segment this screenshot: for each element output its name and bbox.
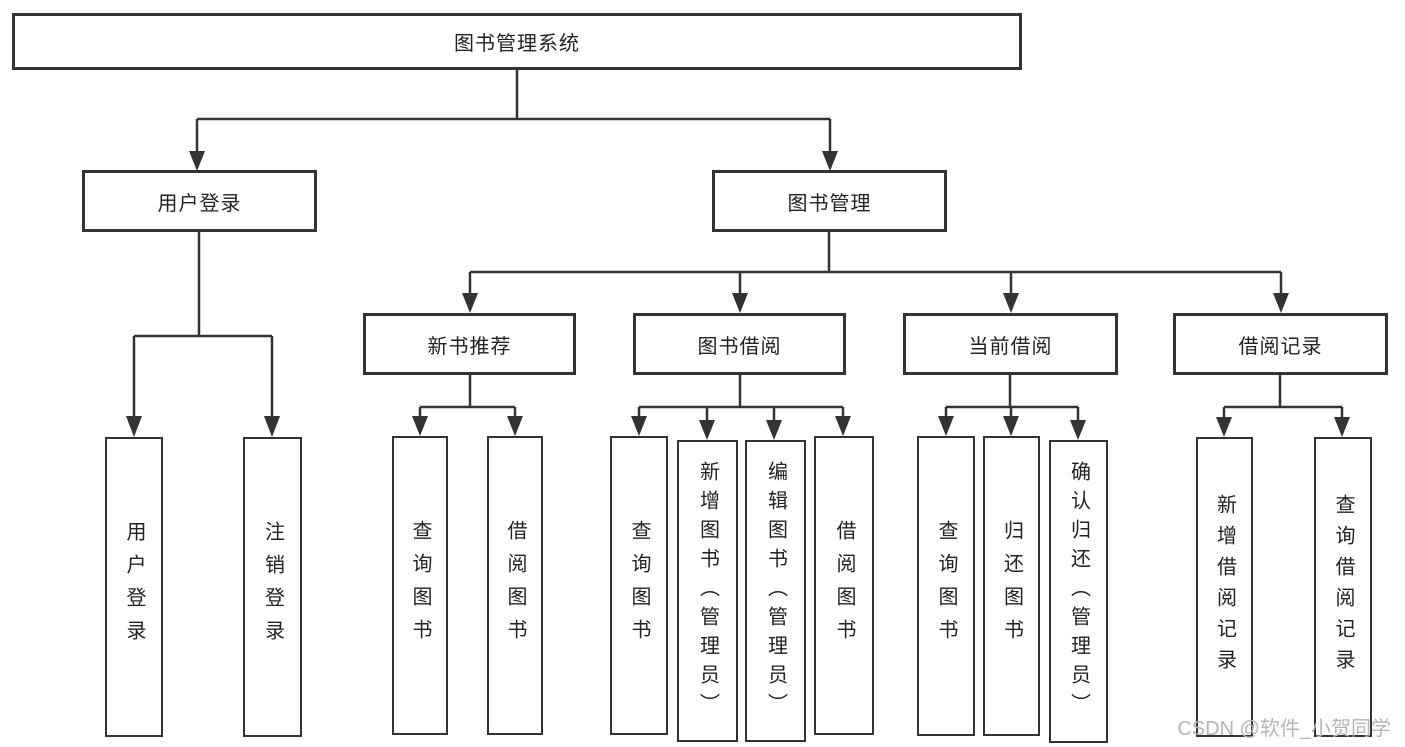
node-current-borrow-label: 当前借阅 — [968, 335, 1053, 358]
leaf-rec-query-books: 查询图书 — [392, 436, 448, 735]
leaf-current-query-books: 查询图书 — [917, 436, 975, 736]
node-new-book-recommend: 新书推荐 — [363, 313, 576, 375]
arrowheads — [126, 151, 1350, 440]
node-root: 图书管理系统 — [12, 13, 1022, 70]
node-book-borrow: 图书借阅 — [633, 313, 846, 375]
node-new-book-recommend-label: 新书推荐 — [427, 335, 512, 358]
leaf-add-book-admin-label: 新增图书（管理员） — [696, 460, 719, 722]
leaf-current-query-books-label: 查询图书 — [935, 520, 957, 652]
leaf-return-books-label: 归还图书 — [1000, 520, 1023, 652]
leaf-confirm-return-admin: 确认归还（管理员） — [1049, 440, 1108, 743]
leaf-add-book-admin: 新增图书（管理员） — [677, 440, 738, 742]
leaf-user-login: 用户登录 — [105, 437, 163, 737]
leaf-add-borrow-record: 新增借阅记录 — [1196, 437, 1253, 737]
node-borrow-records: 借阅记录 — [1173, 313, 1388, 375]
leaf-borrow-query-books: 查询图书 — [610, 436, 668, 735]
leaf-borrow-query-books-label: 查询图书 — [628, 519, 650, 652]
leaf-return-books: 归还图书 — [983, 436, 1040, 736]
leaf-logout: 注销登录 — [243, 437, 302, 737]
node-root-label: 图书管理系统 — [454, 33, 580, 55]
node-book-management: 图书管理 — [712, 170, 947, 232]
leaf-user-login-label: 用户登录 — [123, 521, 145, 653]
leaf-rec-query-books-label: 查询图书 — [409, 519, 431, 652]
leaf-edit-book-admin: 编辑图书（管理员） — [745, 440, 806, 742]
leaf-add-borrow-record-label: 新增借阅记录 — [1213, 494, 1236, 680]
node-user-login-label: 用户登录 — [157, 192, 242, 215]
node-book-borrow-label: 图书借阅 — [697, 335, 782, 358]
node-user-login: 用户登录 — [82, 170, 317, 232]
leaf-confirm-return-admin-label: 确认归还（管理员） — [1067, 461, 1090, 722]
node-book-management-label: 图书管理 — [787, 192, 872, 215]
node-current-borrow: 当前借阅 — [903, 313, 1118, 375]
leaf-rec-borrow-books-label: 借阅图书 — [504, 519, 526, 652]
leaf-logout-label: 注销登录 — [261, 521, 284, 653]
leaf-edit-book-admin-label: 编辑图书（管理员） — [764, 460, 787, 722]
leaf-query-borrow-record: 查询借阅记录 — [1314, 437, 1372, 737]
leaf-rec-borrow-books: 借阅图书 — [487, 436, 543, 735]
csdn-watermark: CSDN @软件_小贺同学 — [1177, 718, 1391, 740]
leaf-query-borrow-record-label: 查询借阅记录 — [1332, 494, 1354, 680]
leaf-borrow-borrow-books-label: 借阅图书 — [833, 519, 855, 652]
leaf-borrow-borrow-books: 借阅图书 — [814, 436, 874, 735]
node-borrow-records-label: 借阅记录 — [1238, 335, 1323, 358]
